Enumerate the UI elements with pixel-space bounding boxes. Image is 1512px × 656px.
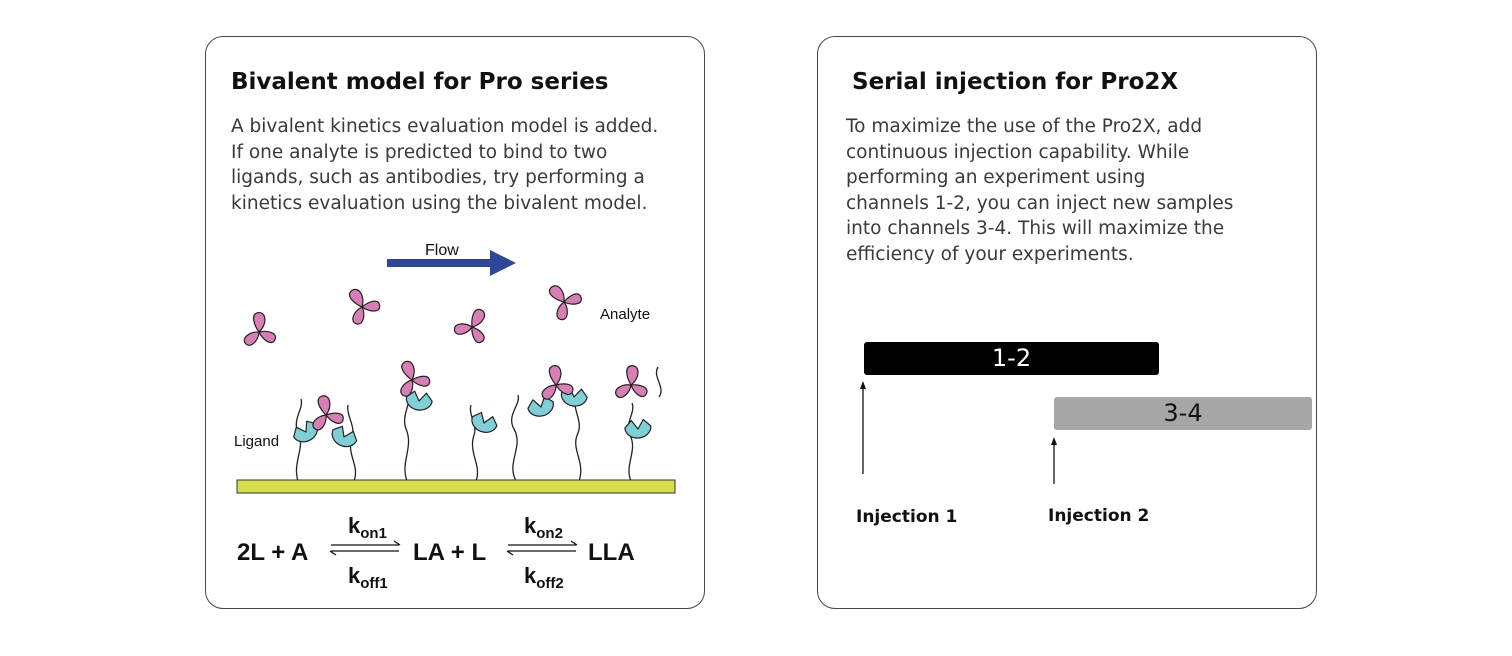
analyte-molecule	[242, 310, 280, 351]
tether	[403, 392, 410, 482]
analyte-label: Analyte	[600, 306, 650, 323]
analyte-molecule	[451, 303, 499, 351]
tether	[574, 398, 582, 482]
description-line: kinetics evaluation using the bivalent m…	[231, 192, 648, 214]
description-line: efficiency of your experiments.	[846, 243, 1134, 265]
description-line: channels 1-2, you can inject new samples	[846, 192, 1234, 214]
forward-arrow-1	[331, 540, 401, 546]
card-title: Serial injection for Pro2X	[852, 69, 1179, 95]
rate-constant-kon2: kon2	[524, 513, 563, 542]
injection-2-arrow	[1051, 437, 1057, 484]
flow-label: Flow	[425, 242, 459, 259]
kinetics-equation: 2L + A kon1 koff1 LA + L kon2 koff2 LLA	[237, 513, 635, 592]
description-line: into channels 3-4. This will maximize th…	[846, 218, 1225, 239]
rate-constant-kon1: kon1	[348, 513, 387, 542]
bivalent-binding-diagram: Flow Analyte	[234, 242, 676, 592]
ligand-molecule	[525, 394, 557, 420]
channel-1-2-bar: 1-2	[864, 342, 1159, 375]
card-description: A bivalent kinetics evaluation model is …	[231, 114, 706, 216]
description-line: To maximize the use of the Pro2X, add	[846, 116, 1203, 137]
serial-injection-card: Serial injection for Pro2X To maximize t…	[817, 36, 1317, 609]
ligand-label: Ligand	[234, 433, 279, 450]
bivalent-model-card: Bivalent model for Pro series A bivalent…	[205, 36, 705, 609]
free-analytes	[242, 276, 587, 351]
ligand-molecule	[327, 422, 361, 452]
equation-intermediate: LA + L	[413, 539, 486, 566]
analyte-molecule	[613, 362, 654, 405]
analyte-molecule	[342, 282, 384, 327]
description-line: If one analyte is predicted to bind to t…	[231, 141, 608, 163]
equilibrium-arrows	[329, 540, 578, 556]
forward-arrow-2	[508, 540, 578, 546]
card-description: To maximize the use of the Pro2X, add co…	[846, 114, 1306, 267]
description-line: A bivalent kinetics evaluation model is …	[231, 116, 659, 137]
description-line: continuous injection capability. While	[846, 141, 1190, 163]
ligand-molecule	[623, 418, 653, 440]
tether	[511, 394, 520, 482]
injection-1-label: Injection 1	[856, 507, 958, 527]
reverse-arrow-2	[506, 550, 576, 556]
tether	[655, 366, 662, 398]
rate-constant-koff1: koff1	[348, 563, 388, 592]
injection-1-arrow	[860, 381, 866, 474]
rate-constant-koff2: koff2	[524, 563, 564, 592]
description-line: ligands, such as antibodies, try perform…	[231, 167, 645, 188]
tether	[469, 404, 479, 482]
description-line: performing an experiment using	[846, 167, 1146, 188]
ligands	[289, 385, 653, 452]
sensor-surface	[236, 479, 676, 494]
analyte-molecule	[542, 276, 587, 323]
flow-arrow	[387, 250, 516, 276]
injection-2-label: Injection 2	[1048, 506, 1150, 526]
reverse-arrow-1	[329, 550, 399, 556]
channel-3-4-bar: 3-4	[1054, 397, 1312, 430]
ligand-molecule	[468, 409, 500, 437]
equation-product: LLA	[588, 539, 635, 566]
tether	[627, 402, 634, 482]
card-title: Bivalent model for Pro series	[231, 69, 609, 95]
equation-reactants: 2L + A	[237, 539, 308, 566]
analyte-molecule	[312, 395, 344, 431]
